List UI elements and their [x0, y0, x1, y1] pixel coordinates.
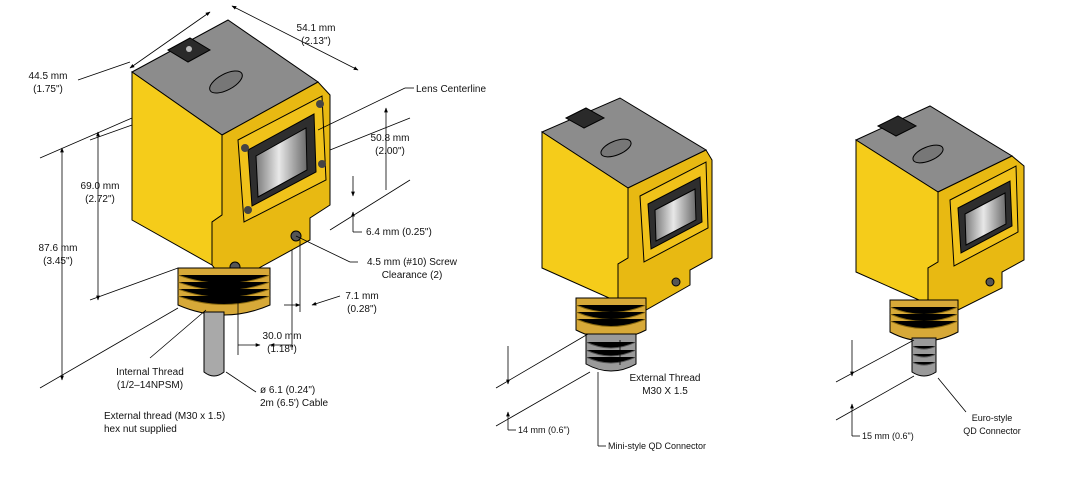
thread-center-label: 30.0 mm (1.18") — [254, 330, 310, 356]
overall-height-mm: 87.6 mm — [38, 243, 78, 254]
internal-thread-line2: (1/2–14NPSM) — [116, 380, 184, 391]
offset-in: (0.28") — [347, 304, 377, 315]
body-height-mm: 69.0 mm — [80, 181, 120, 192]
lens-height-mm: 50.8 mm — [370, 133, 410, 144]
thread-center-in: (1.18") — [267, 344, 297, 355]
internal-thread-line1: Internal Thread — [116, 367, 184, 378]
body-height-in: (2.72") — [85, 194, 115, 205]
depth-in: (1.75") — [33, 84, 63, 95]
mini-connector-label: Mini-style QD Connector — [608, 441, 707, 451]
mini-ext-thread-line2: M30 X 1.5 — [642, 386, 688, 397]
sensor-euro-qd-model — [854, 105, 1025, 377]
lens-centerline-label: Lens Centerline — [416, 84, 487, 95]
euro-connector-line1: Euro-style — [971, 413, 1013, 423]
offset-mm: 7.1 mm — [345, 291, 379, 302]
euro-connector-line2: QD Connector — [963, 426, 1021, 436]
sensor-cable-model — [131, 19, 331, 377]
body-height-label: 69.0 mm (2.72") — [72, 180, 128, 206]
screw-line2: Clearance (2) — [381, 270, 443, 281]
external-thread-note-line1: External thread (M30 x 1.5) — [104, 411, 226, 422]
lens-height-label: 50.8 mm (2.00") — [362, 132, 418, 158]
overall-height-in: (3.45") — [43, 256, 73, 267]
euro-connector-label: Euro-style QD Connector — [952, 412, 1032, 438]
mini-ext-thread-label: External Thread M30 X 1.5 — [620, 372, 710, 398]
screw-line1: 4.5 mm (#10) Screw — [366, 257, 458, 268]
width-in: (2.13") — [301, 36, 331, 47]
sensor-mini-qd-model — [540, 97, 713, 372]
depth-dimension-label: 44.5 mm (1.75") — [20, 70, 76, 96]
thread-center-mm: 30.0 mm — [262, 331, 302, 342]
width-dimension-label: 54.1 mm (2.13") — [288, 22, 344, 48]
cable-line2: 2m (6.5') Cable — [260, 398, 329, 409]
external-thread-note-line2: hex nut supplied — [104, 424, 177, 435]
width-mm: 54.1 mm — [296, 23, 336, 34]
mini-ext-thread-line1: External Thread — [629, 373, 701, 384]
screw-clearance-label: 4.5 mm (#10) Screw Clearance (2) — [358, 256, 466, 282]
internal-thread-label: Internal Thread (1/2–14NPSM) — [100, 366, 200, 392]
offset-label: 7.1 mm (0.28") — [338, 290, 386, 316]
depth-mm: 44.5 mm — [28, 71, 68, 82]
cable-label: ø 6.1 (0.24") 2m (6.5') Cable — [260, 384, 328, 410]
mini-length-label: 14 mm (0.6") — [518, 425, 570, 435]
euro-length-label: 15 mm (0.6") — [862, 431, 914, 441]
lens-height-in: (2.00") — [375, 146, 405, 157]
cable-line1: ø 6.1 (0.24") — [260, 385, 316, 396]
step-label: 6.4 mm (0.25") — [366, 227, 432, 238]
external-thread-note: External thread (M30 x 1.5) hex nut supp… — [104, 410, 225, 436]
overall-height-label: 87.6 mm (3.45") — [30, 242, 86, 268]
